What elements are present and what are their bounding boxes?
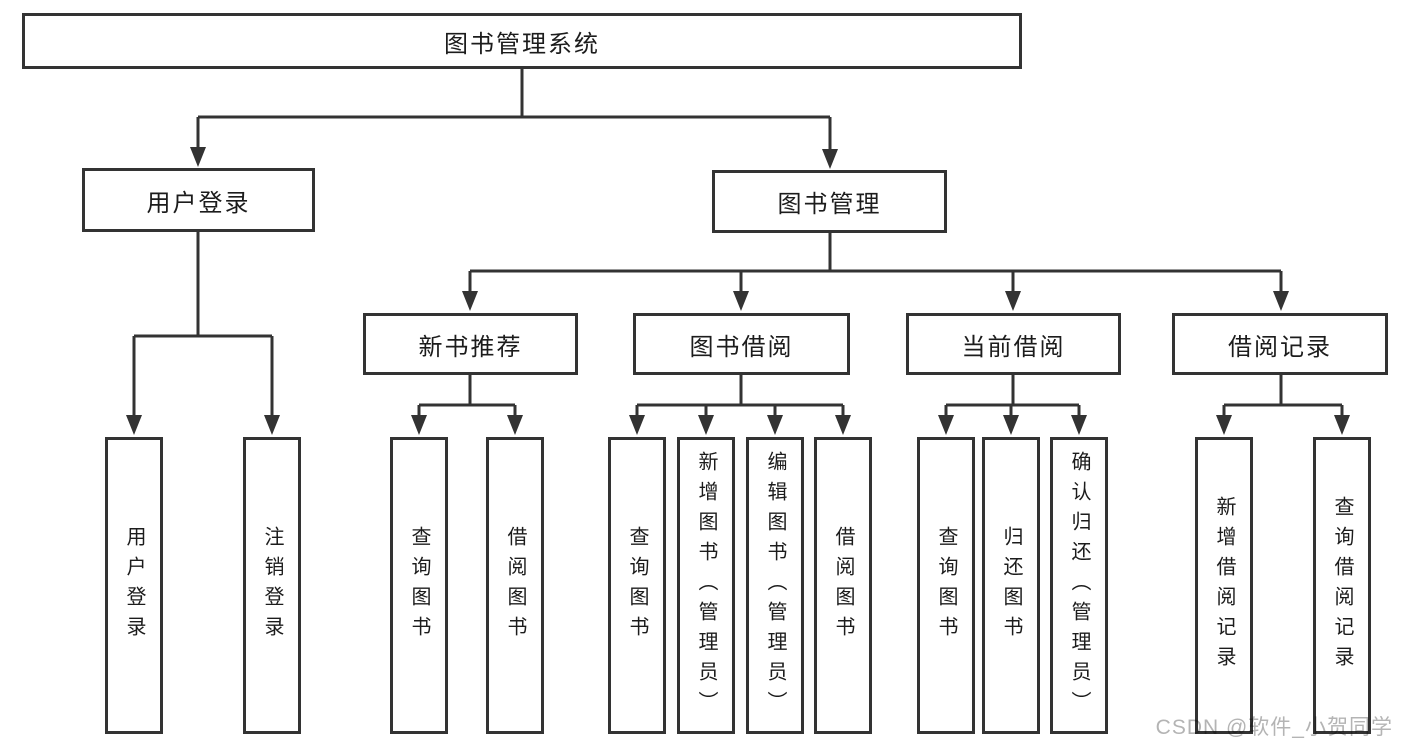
- leaf-current-return-label: 归还图书: [1000, 525, 1022, 646]
- leaf-borrow-add-admin: 新增图书（管理员）: [677, 437, 735, 734]
- node-user-login: 用户登录: [82, 168, 315, 232]
- leaf-borrow-edit-admin-label: 编辑图书（管理员）: [764, 450, 786, 721]
- node-new-book-recommend-label: 新书推荐: [418, 333, 523, 361]
- leaf-user-login: 用户登录: [105, 437, 163, 734]
- node-current-borrow: 当前借阅: [906, 313, 1121, 375]
- leaf-record-add-label: 新增借阅记录: [1213, 495, 1235, 676]
- leaf-borrow-query-label: 查询图书: [626, 525, 648, 646]
- leaf-record-add: 新增借阅记录: [1195, 437, 1253, 734]
- leaf-logout: 注销登录: [243, 437, 301, 734]
- leaf-current-query-label: 查询图书: [935, 525, 957, 646]
- leaf-logout-label: 注销登录: [261, 525, 283, 646]
- leaf-borrow-borrow-label: 借阅图书: [832, 525, 854, 646]
- node-user-login-label: 用户登录: [146, 189, 251, 217]
- leaf-borrow-borrow: 借阅图书: [814, 437, 872, 734]
- leaf-user-login-label: 用户登录: [123, 525, 145, 646]
- leaf-current-confirm-admin-label: 确认归还（管理员）: [1068, 450, 1090, 721]
- csdn-watermark: CSDN @软件_小贺同学: [1155, 716, 1393, 739]
- node-book-borrow: 图书借阅: [633, 313, 850, 375]
- node-library-system-label: 图书管理系统: [444, 30, 600, 58]
- node-new-book-recommend: 新书推荐: [363, 313, 578, 375]
- node-borrow-records: 借阅记录: [1172, 313, 1388, 375]
- leaf-borrow-query: 查询图书: [608, 437, 666, 734]
- leaf-borrow-edit-admin: 编辑图书（管理员）: [746, 437, 804, 734]
- leaf-newbook-query: 查询图书: [390, 437, 448, 734]
- node-borrow-records-label: 借阅记录: [1228, 333, 1332, 361]
- leaf-current-query: 查询图书: [917, 437, 975, 734]
- node-current-borrow-label: 当前借阅: [961, 333, 1066, 361]
- leaf-borrow-add-admin-label: 新增图书（管理员）: [695, 450, 717, 721]
- leaf-newbook-query-label: 查询图书: [408, 525, 430, 646]
- leaf-record-query-label: 查询借阅记录: [1331, 495, 1353, 676]
- leaf-record-query: 查询借阅记录: [1313, 437, 1371, 734]
- leaf-newbook-borrow-label: 借阅图书: [504, 525, 526, 646]
- node-book-management-label: 图书管理: [777, 191, 882, 218]
- node-book-management: 图书管理: [712, 170, 947, 233]
- leaf-current-confirm-admin: 确认归还（管理员）: [1050, 437, 1108, 734]
- node-library-system: 图书管理系统: [22, 13, 1022, 69]
- leaf-current-return: 归还图书: [982, 437, 1040, 734]
- node-book-borrow-label: 图书借阅: [689, 333, 794, 361]
- leaf-newbook-borrow: 借阅图书: [486, 437, 544, 734]
